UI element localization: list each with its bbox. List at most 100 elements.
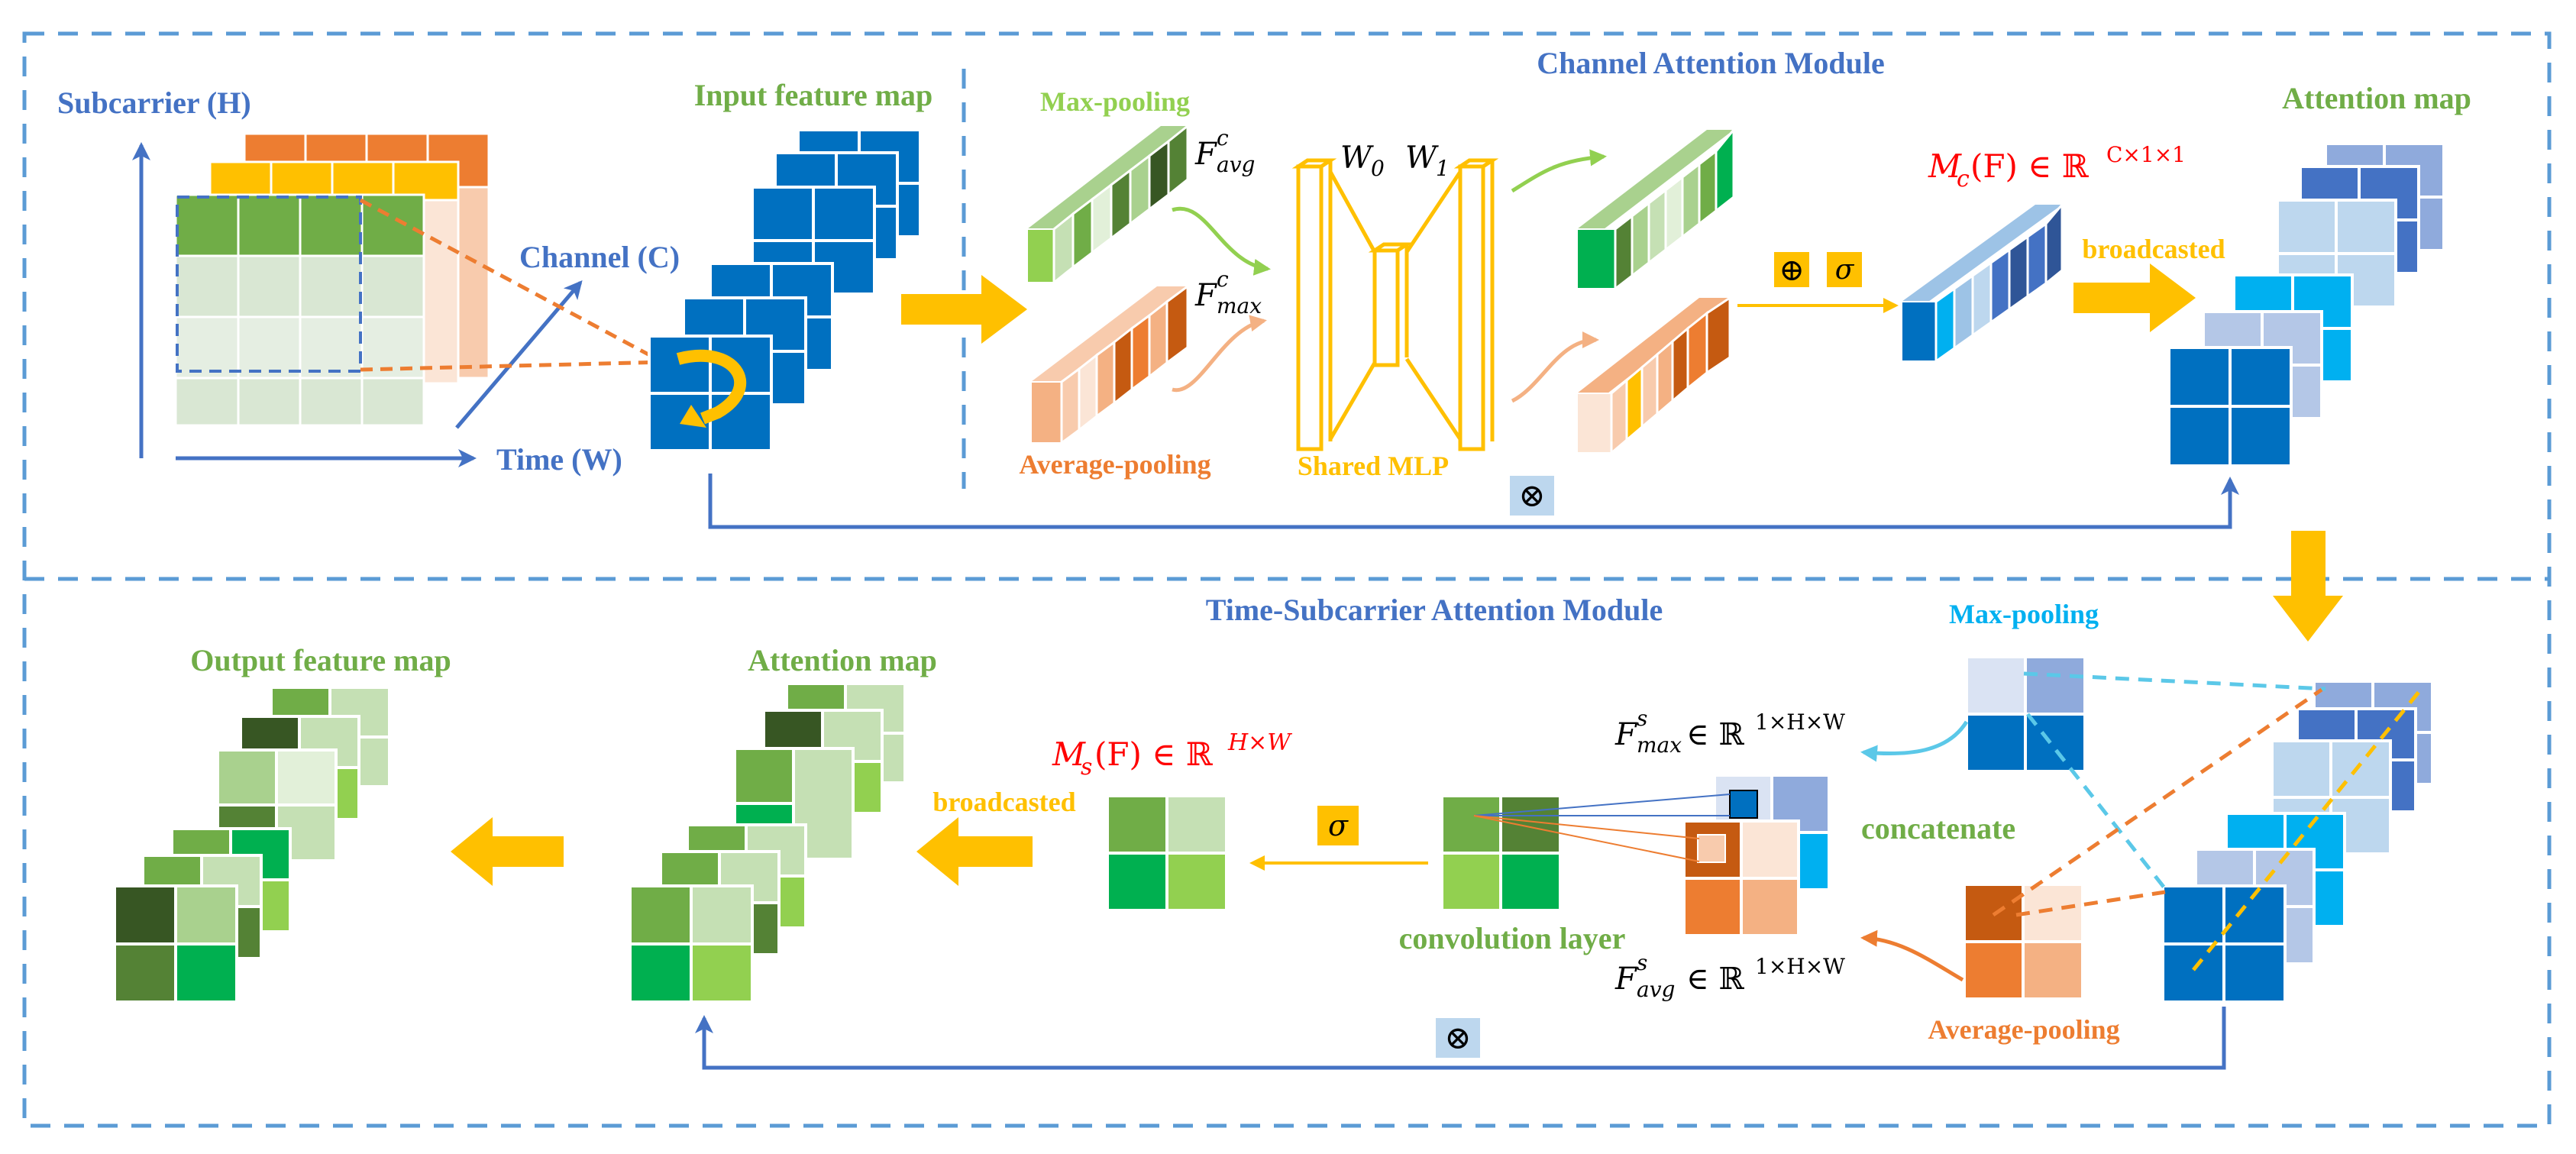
add-op-box <box>1774 252 1809 287</box>
channel-avgpool-vector <box>1030 284 1189 445</box>
spatial-maxpool-map <box>1965 655 2086 773</box>
channel-multiply-symbol: ⊗ <box>1518 477 1545 514</box>
yellow-arrow-down <box>2273 531 2343 642</box>
channel-projection-line <box>2192 690 2421 971</box>
mc-formula: M c (F) ∈ ℝ C×1×1 <box>1928 142 2186 192</box>
f-avg-sup: c <box>1217 125 1229 150</box>
spatial-multiply-symbol: ⊗ <box>1444 1019 1471 1056</box>
add-op-symbol: ⊕ <box>1779 253 1805 288</box>
maxpool-projection-top <box>2023 671 2326 691</box>
concatenate-label: concatenate <box>1861 811 2015 845</box>
spatial-input-stack <box>2161 680 2434 1004</box>
mlp-output-avgpool-vector <box>1576 296 1731 456</box>
input-tensor <box>174 132 667 427</box>
fs-avg-sub: avg <box>1637 977 1675 1002</box>
avgpool-projection-top <box>1992 687 2323 917</box>
conv-connection-lines <box>1473 794 1731 862</box>
maxpool-to-concat-arrow <box>1860 720 1969 762</box>
concatenated-maps <box>1682 774 1831 937</box>
yellow-arrow-to-pooling <box>901 275 1027 344</box>
axis-channel-label: Channel (C) <box>519 240 680 274</box>
spatial-sigma-box <box>1317 806 1359 845</box>
spatial-multiply-box <box>1436 1018 1480 1058</box>
rotation-arrow-icon <box>676 349 747 425</box>
spatial-attention-map-stack <box>629 682 907 1004</box>
avgpool-projection-bottom <box>2015 890 2166 917</box>
fs-max-dim: 1×H×W <box>1755 710 1845 735</box>
shared-mlp <box>1291 158 1499 451</box>
axis-subcarrier-label: Subcarrier (H) <box>57 86 251 120</box>
input-feature-map-stack <box>648 128 922 452</box>
fs-max-sup: s <box>1637 706 1647 731</box>
fs-max-sub: max <box>1637 732 1682 758</box>
spatial-maxpool-label: Max-pooling <box>1949 599 2099 629</box>
channel-broadcast-arrow <box>2073 263 2196 332</box>
mc-sub: c <box>1957 166 1970 192</box>
spatial-module-title: Time-Subcarrier Attention Module <box>1206 593 1663 627</box>
fs-avg-label: F s avg ∈ ℝ 1×H×W <box>1614 950 1845 1002</box>
fs-avg-rest: ∈ ℝ <box>1686 962 1744 997</box>
output-feature-map-stack <box>113 686 391 1004</box>
spatial-skip-connection <box>695 1007 2226 1070</box>
spatial-broadcast-arrow <box>916 817 1033 886</box>
fs-avg-dim: 1×H×W <box>1755 954 1845 979</box>
shared-mlp-label: Shared MLP <box>1298 451 1449 481</box>
mc-rest: (F) ∈ ℝ <box>1970 147 2090 185</box>
sigma-op-box <box>1827 252 1862 287</box>
ms-base: M <box>1052 735 1086 773</box>
channel-multiply-box <box>1510 476 1554 516</box>
channel-module-title: Channel Attention Module <box>1537 46 1885 80</box>
f-avg-label: F c avg <box>1194 125 1255 177</box>
output-feature-map-label: Output feature map <box>190 643 451 677</box>
mc-sup: C×1×1 <box>2106 142 2186 167</box>
projection-line-bottom <box>360 354 667 372</box>
sigma-op-symbol: σ <box>1835 254 1855 286</box>
f-max-label: F c max <box>1194 267 1262 318</box>
channel-skip-connection <box>708 474 2239 529</box>
fs-max-label: F s max ∈ ℝ 1×H×W <box>1614 706 1845 758</box>
fs-avg-sup: s <box>1637 950 1647 975</box>
axis-time-label: Time (W) <box>496 442 622 477</box>
f-max-sup: c <box>1217 267 1229 292</box>
fs-avg-base: F <box>1614 962 1637 997</box>
channel-maxpool-label: Max-pooling <box>1040 86 1190 117</box>
spatial-broadcast-label: broadcasted <box>932 787 1075 817</box>
channel-attention-map-stack <box>2167 142 2445 467</box>
input-feature-map-label: Input feature map <box>694 78 933 112</box>
w0-base: W <box>1340 141 1374 176</box>
ms-rest: (F) ∈ ℝ <box>1094 735 1214 773</box>
f-avg-base: F <box>1194 137 1217 172</box>
channel-attention-map-label: Attention map <box>2282 81 2471 115</box>
frame-group <box>22 31 2552 1128</box>
projection-line-top <box>359 198 658 361</box>
yellow-arrow-to-output <box>451 817 564 886</box>
w1-label: W 1 <box>1405 141 1450 181</box>
spatial-avgpool-label: Average-pooling <box>1928 1014 2119 1045</box>
mc-base: M <box>1928 147 1962 185</box>
f-max-sub: max <box>1217 293 1262 318</box>
ms-sup: H×W <box>1227 729 1292 756</box>
w1-base: W <box>1405 141 1439 176</box>
channel-maxpool-vector <box>1026 123 1189 286</box>
channel-avgpool-label: Average-pooling <box>1019 449 1210 480</box>
spatial-sigma-symbol: σ <box>1328 809 1349 842</box>
w0-label: W 0 <box>1340 141 1385 181</box>
fs-max-rest: ∈ ℝ <box>1686 717 1744 752</box>
maxpool-to-mlp-arrow <box>1172 206 1271 276</box>
maxpool-projection-bottom <box>2026 713 2170 895</box>
mlp-to-green-arrow <box>1511 149 1607 193</box>
ms-sub: s <box>1081 754 1092 781</box>
w0-sub: 0 <box>1371 156 1385 181</box>
conv-layer-label: convolution layer <box>1399 921 1626 955</box>
channel-broadcast-label: broadcasted <box>2082 234 2225 264</box>
mlp-to-salmon-arrow <box>1511 331 1599 403</box>
avgpool-to-mlp-arrow <box>1172 315 1267 393</box>
w1-sub: 1 <box>1436 156 1450 181</box>
ms-map <box>1106 794 1228 912</box>
f-avg-sub: avg <box>1217 152 1255 177</box>
mc-vector <box>1901 201 2064 364</box>
spatial-attention-map-label: Attention map <box>748 643 937 677</box>
spatial-avgpool-map <box>1963 883 2084 1000</box>
kernel-selection-box <box>176 196 362 373</box>
